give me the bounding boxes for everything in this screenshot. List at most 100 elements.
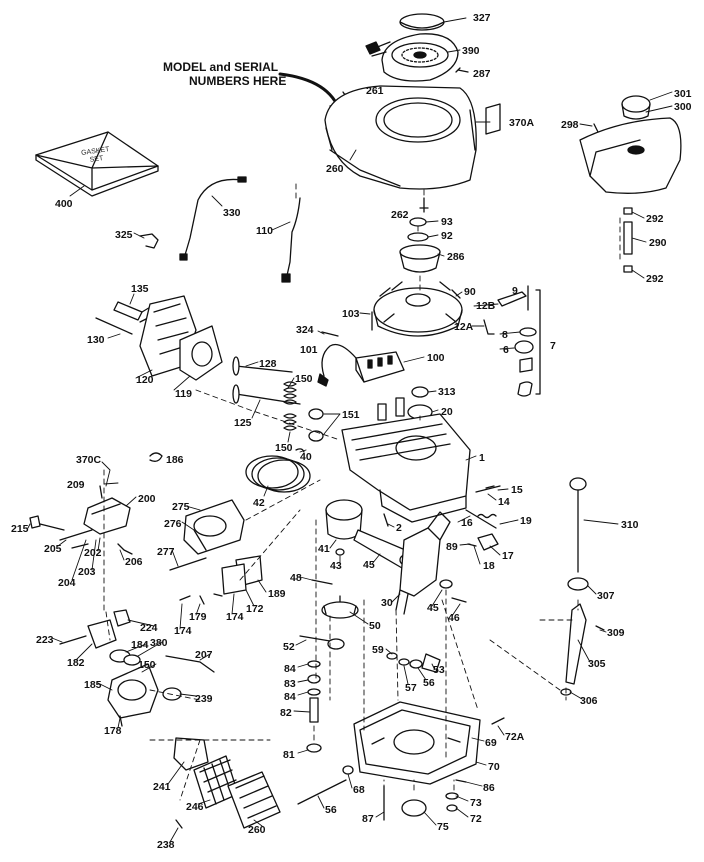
part-callout-c174b: 174 [174,625,192,637]
part-128-valve [235,365,293,373]
part-callout-c324: 324 [296,324,314,336]
part-callout-c56b: 56 [325,804,337,816]
part-callout-c6: 6 [503,344,509,356]
part-callout-c239: 239 [195,693,213,705]
part-callout-c86: 86 [483,782,495,794]
part-82-gear [309,697,319,723]
part-200-carb-body [83,497,131,535]
part-50-gear [321,595,359,619]
part-206-pin [117,543,133,555]
part-400-gasket-set [35,131,159,197]
part-174-screw [179,595,191,601]
part-callout-c150b: 150 [275,442,293,454]
part-73 [445,792,459,800]
part-callout-c8: 8 [502,329,508,341]
part-75-seal [401,799,427,817]
part-17-lever [477,533,499,551]
part-56b-shaft [297,779,347,805]
part-12A-pin [483,319,495,335]
part-84-washer [307,660,321,668]
part-callout-c307: 307 [597,590,615,602]
part-2-pin [383,513,389,527]
model-note-line-2: NUMBERS HERE [189,74,287,88]
part-callout-c172: 172 [246,603,264,615]
part-callout-c59: 59 [372,644,384,656]
part-48-bolt [311,579,333,585]
part-callout-c305: 305 [588,658,606,670]
part-callout-c238: 238 [157,839,175,851]
part-215-screw [39,523,65,531]
part-246-filter [193,755,239,809]
part-68 [342,765,354,775]
part-313-seal [411,386,429,398]
part-300-fuel-tank [579,117,682,194]
part-70-oil-sump [353,701,481,785]
part-6-ring [514,340,534,354]
part-53 [421,653,441,673]
part-callout-c87: 87 [362,813,374,825]
part-14-link [475,485,501,493]
part-callout-c20: 20 [441,406,453,418]
part-callout-c262: 262 [391,209,409,221]
part-callout-c330: 330 [223,207,241,219]
part-callout-c18: 18 [483,560,495,572]
part-callout-c101: 101 [300,344,318,356]
part-callout-c90: 90 [464,286,476,298]
part-callout-c12B: 12B [476,300,496,312]
part-277-bolt [169,557,207,571]
part-callout-c203: 203 [78,566,96,578]
part-callout-c151: 151 [342,409,360,421]
part-callout-c309: 309 [607,627,625,639]
part-287-screw [455,67,469,73]
part-callout-c189: 189 [268,588,286,600]
part-callout-c205: 205 [44,543,62,555]
part-298-screw [593,123,599,133]
part-185-bowl [107,663,159,719]
part-callout-c184: 184 [131,639,149,651]
part-callout-c46: 46 [448,612,460,624]
part-callout-c110: 110 [256,225,273,237]
part-callout-c45b: 45 [427,602,439,614]
part-callout-c380: 380 [150,637,168,649]
part-92-washer [407,232,429,242]
part-119-gasket [179,325,223,381]
part-182-carb-lower [87,619,117,649]
part-callout-c202: 202 [84,547,102,559]
part-275-air-cleaner [183,499,245,555]
part-callout-c84a: 84 [284,663,296,675]
model-note-line-1: MODEL and SERIAL [163,60,279,74]
part-callout-c241: 241 [153,781,171,793]
part-390-rewind-starter [365,33,459,82]
part-101-wire [321,343,357,377]
part-callout-c325: 325 [115,229,133,241]
part-callout-c370C: 370C [76,454,102,466]
part-callout-c69: 69 [485,737,497,749]
part-callout-c260a: 260 [326,163,344,175]
part-callout-c178: 178 [104,725,122,737]
part-callout-c400: 400 [55,198,73,210]
part-callout-c200: 200 [138,493,156,505]
tank-filter [627,145,645,155]
part-callout-c84b: 84 [284,691,296,703]
part-callout-c52: 52 [283,641,295,653]
part-callout-c306: 306 [580,695,598,707]
part-260-cover [227,771,281,829]
part-151-retainer [308,408,324,420]
part-callout-c313: 313 [438,386,456,398]
part-callout-c72A: 72A [505,731,525,743]
part-callout-c100: 100 [427,352,445,364]
part-callout-c287: 287 [473,68,491,80]
part-1-cylinder-block [341,397,471,523]
part-12B-brake [497,291,527,307]
part-16-spring [465,509,497,529]
bracket-7 [535,289,541,395]
part-callout-c298: 298 [561,119,579,131]
part-callout-c42: 42 [253,497,265,509]
part-callout-c224: 224 [140,622,158,634]
part-callout-c119: 119 [175,388,192,400]
part-callout-c290: 290 [649,237,667,249]
part-125-valve [235,393,301,405]
part-325-clip [139,233,159,249]
part-callout-c209: 209 [67,479,85,491]
part-callout-c185: 185 [84,679,102,691]
